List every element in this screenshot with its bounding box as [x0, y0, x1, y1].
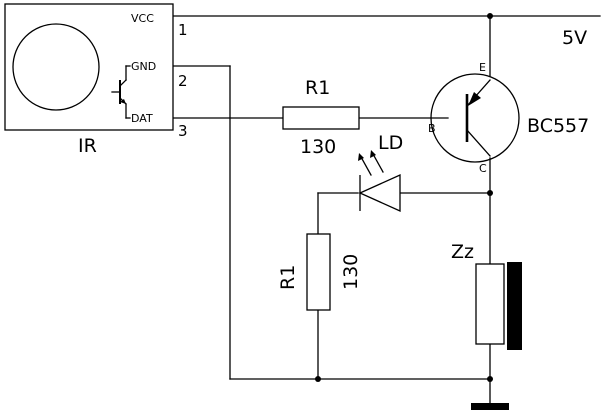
transistor-emitter-label: E: [479, 61, 486, 74]
junction-dot: [487, 190, 493, 196]
led-resistor-name: R1: [277, 265, 299, 290]
junction-dot: [487, 376, 493, 382]
ir-pin-gnd-label: GND: [131, 60, 156, 73]
supply-label: 5V: [562, 27, 587, 49]
base-resistor-value: 130: [300, 136, 336, 158]
ir-module: VCC GND DAT: [4, 3, 174, 131]
led-resistor-value: 130: [340, 254, 362, 290]
transistor-collector-label: C: [479, 162, 487, 175]
ir-module-label: IR: [78, 135, 97, 157]
pin-number-2: 2: [178, 72, 188, 90]
buzzer-diaphragm: [507, 262, 522, 350]
junction-dot: [487, 13, 493, 19]
transistor-envelope: [430, 73, 520, 163]
wires: [172, 15, 601, 406]
led-triangle: [358, 173, 401, 213]
led-emission-arrowhead: [358, 153, 364, 161]
base-resistor-body: [282, 106, 360, 130]
transistor-bc557: E B C BC557: [428, 61, 589, 175]
transistor-emitter-arrow: [468, 92, 481, 106]
buzzer-zz: Zz: [451, 241, 522, 350]
led-name-label: LD: [378, 132, 403, 154]
ir-pin-dat-label: DAT: [131, 112, 153, 125]
ir-pin-vcc-label: VCC: [131, 12, 154, 25]
ir-transistor-arrow: [120, 99, 126, 104]
led-emission-arrow: [372, 153, 384, 173]
led-resistor-body: [306, 233, 331, 311]
transistor-base-label: B: [428, 122, 436, 135]
base-resistor: R1 130: [282, 77, 360, 158]
base-resistor-name: R1: [305, 77, 330, 99]
led-emission-arrow: [360, 156, 372, 176]
junction-dot: [315, 376, 321, 382]
transistor-model-label: BC557: [527, 115, 589, 137]
buzzer-name-label: Zz: [451, 241, 474, 263]
transistor-collector-lead: [466, 129, 491, 157]
pin-number-1: 1: [178, 21, 188, 39]
ir-sensor-lens: [12, 23, 100, 111]
pin-number-3: 3: [178, 122, 188, 140]
led-emission-arrowhead: [370, 150, 376, 158]
junctions: [315, 13, 493, 382]
led-resistor: R1 130: [277, 233, 362, 311]
ground-symbol: [471, 403, 509, 410]
led-ld: LD: [358, 132, 403, 213]
buzzer-body: [475, 263, 505, 345]
ir-transistor-collector: [119, 79, 127, 87]
ir-module-body: [4, 3, 174, 131]
